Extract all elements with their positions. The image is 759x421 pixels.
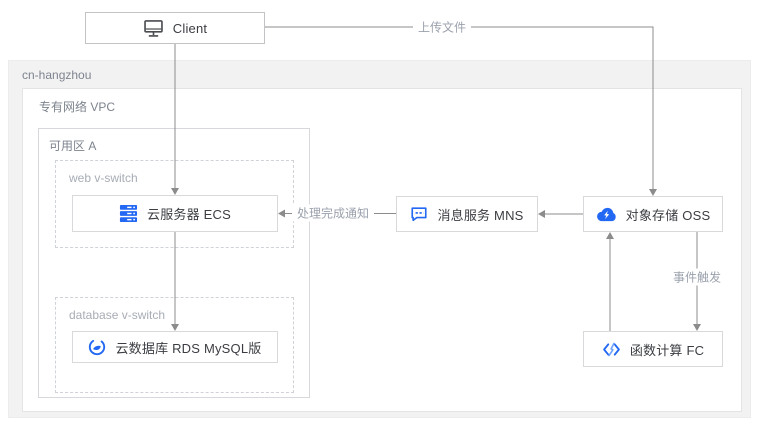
node-client-label: Client — [172, 20, 208, 36]
node-mns-label: 消息服务 MNS — [437, 207, 524, 223]
region-label: cn-hangzhou — [22, 68, 92, 82]
node-mns: 消息服务 MNS — [396, 196, 538, 232]
node-rds: 云数据库 RDS MySQL版 — [72, 331, 278, 363]
edge-label-trigger: 事件触发 — [667, 268, 727, 286]
node-oss: 对象存储 OSS — [583, 196, 723, 232]
zone-a-label: 可用区 A — [49, 139, 97, 153]
node-ecs-label: 云服务器 ECS — [147, 207, 231, 222]
node-ecs: 云服务器 ECS — [72, 195, 278, 232]
ecs-server-icon — [119, 204, 138, 223]
node-fc: 函数计算 FC — [583, 331, 723, 367]
fc-function-icon — [602, 340, 621, 359]
node-fc-label: 函数计算 FC — [629, 342, 705, 358]
node-client: Client — [85, 12, 265, 44]
mns-message-icon — [410, 205, 428, 223]
node-oss-label: 对象存储 OSS — [625, 207, 711, 223]
rds-database-icon — [88, 338, 106, 356]
web-vswitch-label: web v-switch — [69, 171, 138, 185]
oss-cloud-icon — [596, 206, 617, 222]
monitor-icon — [143, 19, 164, 38]
edge-label-upload: 上传文件 — [412, 18, 472, 36]
database-vswitch-label: database v-switch — [69, 308, 166, 322]
edge-label-notify: 处理完成通知 — [291, 204, 375, 222]
node-rds-label: 云数据库 RDS MySQL版 — [115, 340, 262, 356]
vpc-label: 专有网络 VPC — [39, 100, 116, 114]
